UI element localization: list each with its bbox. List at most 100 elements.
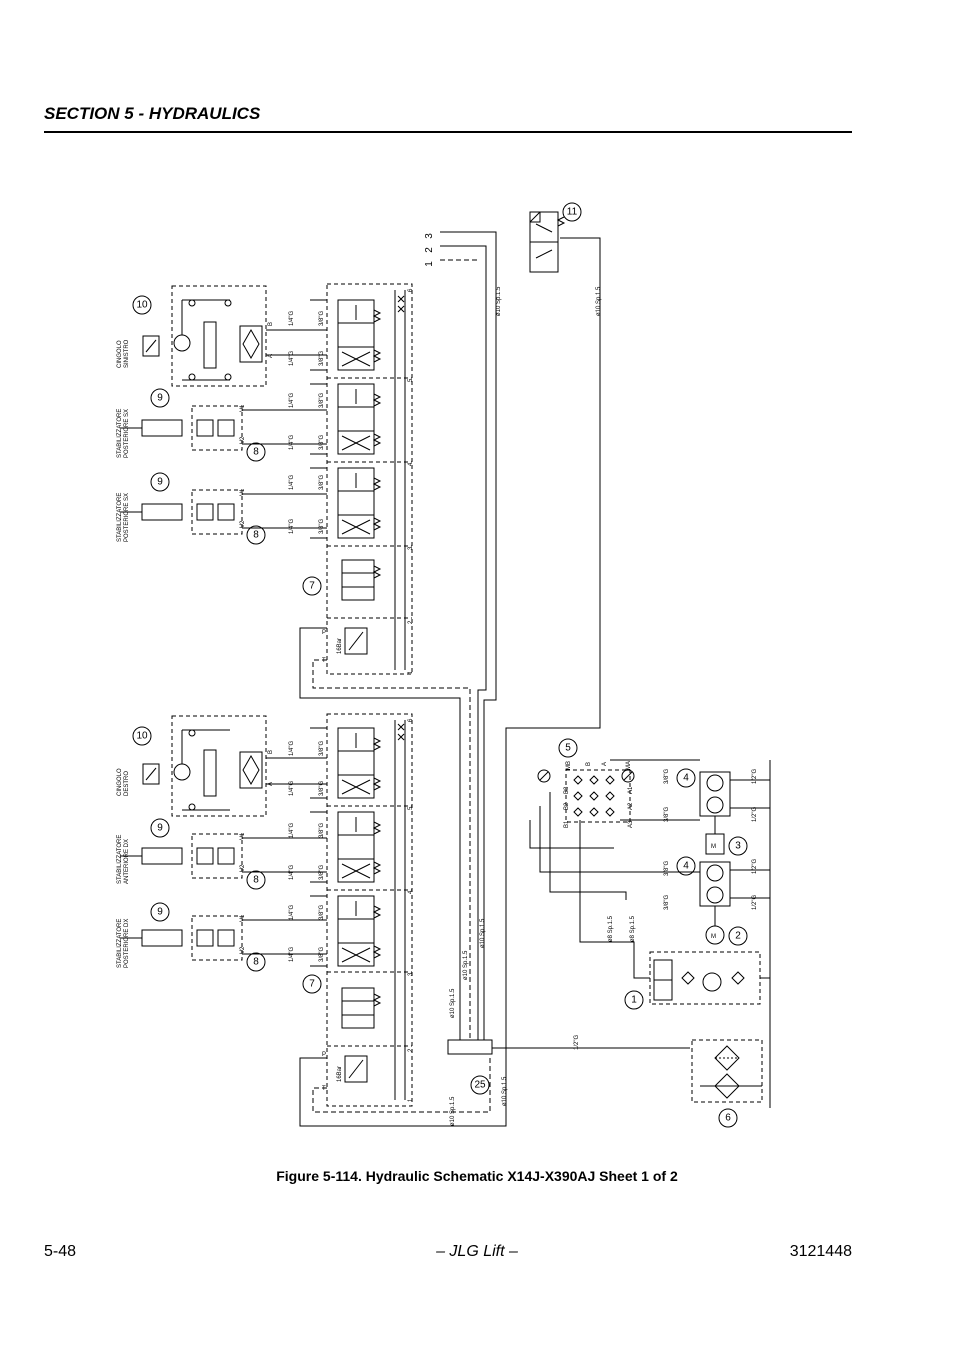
port-t-upper: T: [322, 658, 326, 664]
line-num-2: 2: [424, 247, 435, 253]
pump-fit-3: 3/8"G: [664, 861, 670, 876]
motor-m-lower: M: [711, 934, 716, 940]
callout-9-lower-b: 9: [157, 907, 163, 918]
port-v1-u2: V1: [240, 488, 246, 496]
port-b1: B1: [564, 820, 570, 828]
pipe-label-9: ø8 Sp.1.5: [630, 915, 636, 942]
pump-fit-2: 3/8"G: [664, 807, 670, 822]
sec-1-upper: 1: [408, 670, 414, 674]
upper-spool-6: [337, 299, 382, 371]
callout-10-lower: 10: [136, 731, 148, 742]
port-mb: MB: [566, 761, 572, 770]
upper-valve-bank: [310, 283, 413, 675]
sec-6-upper: 6: [408, 288, 414, 292]
label-cingolo-sx-2: SINISTRO: [124, 339, 130, 368]
label-stab-ant-dx-1: STABILIZZATORE: [117, 835, 123, 884]
lower-track-motor: [142, 715, 327, 817]
sec-4-upper: 4: [408, 462, 414, 466]
callout-8-lower-a: 8: [253, 875, 259, 886]
fitting-l-1: 1/4"G: [289, 741, 295, 756]
port-b-manifold: B: [586, 762, 592, 766]
fitting-u-4: 3/8"G: [319, 351, 325, 366]
valve-1: [649, 951, 761, 1005]
callout-8-lower-b: 8: [253, 957, 259, 968]
label-stab-post-sx-2b: POSTERIORE SX: [124, 493, 130, 542]
fitting-l-12: 3/8"G: [319, 947, 325, 962]
label-stab-post-dx-1: STABILIZZATORE: [117, 919, 123, 968]
upper-inlet-section: [341, 559, 382, 655]
callout-8-upper-a: 8: [253, 447, 259, 458]
section-title: SECTION 5 - HYDRAULICS: [44, 104, 261, 123]
line-num-1: 1: [424, 261, 435, 267]
figure-caption: Figure 5-114. Hydraulic Schematic X14J-X…: [276, 1168, 678, 1184]
callout-10-upper: 10: [136, 300, 148, 311]
callout-4-upper: 4: [683, 773, 689, 784]
port-v1-l2: V1: [240, 914, 246, 922]
port-a2: A2: [628, 802, 634, 810]
fitting-l-9: 1/4"G: [289, 905, 295, 920]
sec-5-upper: 5: [408, 378, 414, 382]
lower-spool-4: [337, 895, 382, 967]
port-ma: MA: [626, 761, 632, 770]
pump-group-lower: [699, 861, 731, 945]
lower-spool-5: [337, 811, 382, 883]
page-number: 5-48: [44, 1243, 77, 1260]
footer-brand: – JLG Lift –: [436, 1243, 518, 1260]
port-v2-u2: V2: [240, 520, 246, 528]
port-v2-l2: V2: [240, 946, 246, 954]
pipe-label-2: ø10 Sp.1.5: [596, 286, 602, 316]
port-b2: B2: [564, 802, 570, 810]
upper-cylinder-2: [120, 489, 327, 535]
callout-9-upper-a: 9: [157, 393, 163, 404]
fitting-l-8: 3/8"G: [319, 865, 325, 880]
port-p-upper: P: [322, 630, 326, 636]
fitting-l-11: 3/8"G: [319, 905, 325, 920]
fitting-u-1: 1/4"G: [289, 311, 295, 326]
fitting-l-4: 3/8"G: [319, 781, 325, 796]
fitting-u-6: 1/4"G: [289, 435, 295, 450]
callout-8-upper-b: 8: [253, 530, 259, 541]
callout-11: 11: [567, 207, 578, 218]
sec-3-lower: 3: [408, 972, 414, 976]
pipe-label-5: ø10 Sp.1.5: [480, 918, 486, 948]
port-a-lower: A: [268, 782, 274, 786]
callout-7-lower: 7: [309, 979, 315, 990]
pressure-lower: 16Bar: [337, 1066, 343, 1082]
valve-11: [529, 211, 566, 273]
callout-9-upper-b: 9: [157, 477, 163, 488]
fitting-u-10: 1/4"G: [289, 519, 295, 534]
label-cingolo-dx-1: CINGOLO: [117, 768, 123, 796]
port-v2-u1: V2: [240, 436, 246, 444]
label-stab-post-sx-2a: POSTERIORE SX: [124, 409, 130, 458]
pipe-label-6: ø10 Sp.1.5: [450, 1096, 456, 1126]
pump-fit-7: 1/2"G: [752, 859, 758, 874]
fitting-l-7: 3/8"G: [319, 823, 325, 838]
pump-fit-8: 1/2"G: [752, 895, 758, 910]
fitting-u-11: 3/8"G: [319, 475, 325, 490]
callout-6: 6: [725, 1113, 731, 1124]
pipe-label-3: ø10 Sp.1.5: [450, 988, 456, 1018]
document-number: 3121448: [789, 1243, 852, 1260]
port-a3: A3: [628, 820, 634, 828]
label-stab-post-dx-2: POSTERIORE DX: [124, 919, 130, 968]
filter-6: [691, 1039, 763, 1103]
callout-1: 1: [631, 995, 637, 1006]
fitting-u-9: 1/4"G: [289, 475, 295, 490]
header-rule: [44, 131, 852, 133]
label-stab-ant-dx-2: ANTERIORE DX: [124, 839, 130, 884]
pressure-upper: 16Bar: [337, 638, 343, 654]
pump-fit-6: 1/2"G: [752, 807, 758, 822]
fitting-l-2: 1/4"G: [289, 781, 295, 796]
port-a1: A1: [628, 786, 634, 794]
pipe-routing: [299, 231, 771, 1127]
lower-inlet-section: [341, 987, 382, 1083]
callout-4-lower: 4: [683, 861, 689, 872]
label-cingolo-sx-1: CINGOLO: [117, 340, 123, 368]
line-num-3: 3: [424, 233, 435, 239]
pump-fit-1: 3/8"G: [664, 769, 670, 784]
port-a-manifold: A: [602, 762, 608, 766]
pipe-label-4: ø10 Sp.1.5: [463, 950, 469, 980]
pump-group-upper: [699, 771, 731, 855]
sec-1-lower: 1: [408, 1098, 414, 1102]
